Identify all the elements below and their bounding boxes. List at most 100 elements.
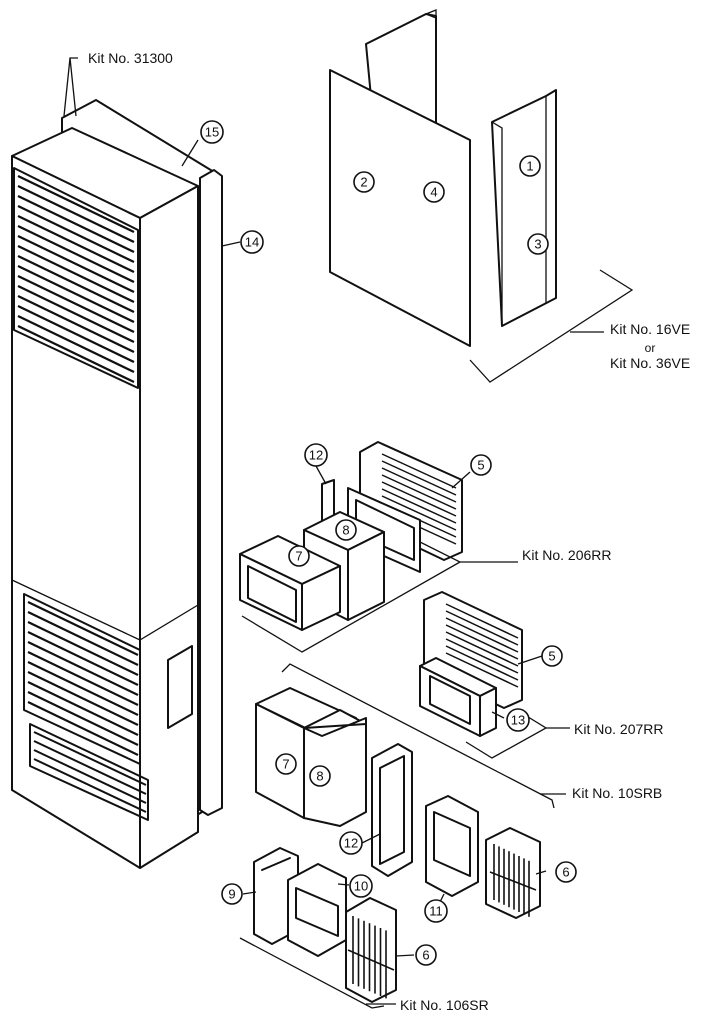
kit-106sr-label: Kit No. 106SR [400,997,489,1013]
louver-line [489,871,537,891]
louver-line [33,758,147,813]
svg-text:2: 2 [360,175,367,190]
callout-7b: 7 [275,753,297,775]
louver-line [381,474,457,510]
callout-10: 10 [349,874,373,898]
callout-12a: 12 [304,443,328,467]
louver-line [27,681,139,736]
svg-text:11: 11 [429,904,443,919]
svg-text:5: 5 [548,649,555,664]
callout-4: 4 [423,181,445,203]
kit-207rr-group: Kit No. 207RR [419,591,663,759]
louver-line [27,661,139,716]
callout-13: 13 [506,708,530,732]
kit-31300-leader: Kit No. 31300 [63,50,173,117]
svg-text:8: 8 [316,769,323,784]
svg-text:6: 6 [422,948,429,963]
callout-12b: 12 [339,831,363,855]
kit-36ve-label: Kit No. 36VE [610,355,690,371]
kit-10srb-label: Kit No. 10SRB [572,785,662,801]
svg-text:14: 14 [245,235,259,250]
louver-line [17,315,135,373]
louver-line [17,275,135,333]
grille-6-lower [347,916,395,999]
svg-text:13: 13 [511,713,525,728]
svg-text:12: 12 [309,448,323,463]
louver-line [347,949,395,971]
callout-8a: 8 [335,519,357,541]
louver-line [27,601,139,656]
svg-text:6: 6 [562,865,569,880]
louver-line [33,731,147,786]
svg-text:4: 4 [430,185,437,200]
louver-line [17,255,135,313]
louver-line [17,295,135,353]
svg-text:3: 3 [534,237,541,252]
louver-line [27,691,139,746]
svg-text:8: 8 [342,523,349,538]
svg-text:10: 10 [354,879,368,894]
cabinet [11,99,223,869]
louver-line [17,175,135,233]
svg-text:15: 15 [205,125,219,140]
louver-line [27,641,139,696]
callout-14: 14 [240,230,264,254]
louver-line [17,245,135,303]
upper-louvers [17,175,135,383]
louver-line [445,617,519,653]
callout-6a: 6 [555,861,577,883]
callouts: 15 14 2 4 1 3 12 5 8 7 5 13 7 8 12 10 9 … [200,120,577,966]
lower-louvers [27,601,139,756]
louver-line [27,701,139,756]
callout-3: 3 [527,233,549,255]
kit-or-label: or [645,341,656,355]
louver-line [27,651,139,706]
louver-line [33,749,147,804]
louver-line [445,638,519,674]
louver-line [445,652,519,688]
svg-text:7: 7 [295,549,302,564]
kit-16ve-label: Kit No. 16VE [610,321,690,337]
kit-206rr-label: Kit No. 206RR [522,547,611,563]
louver-line [27,621,139,676]
louver-line [17,215,135,273]
svg-text:7: 7 [282,757,289,772]
louver-line [445,624,519,660]
callout-5a: 5 [470,454,492,476]
louver-line [17,285,135,343]
kit-10srb-group: Kit No. 106SR [239,687,541,1013]
svg-text:1: 1 [526,159,533,174]
louver-line [17,235,135,293]
louver-line [381,495,457,531]
callout-6b: 6 [415,944,437,966]
louver-line [27,631,139,686]
louver-line [445,603,519,639]
register-louvers-207 [445,603,519,688]
callout-2: 2 [353,171,375,193]
louver-line [381,460,457,496]
callout-5b: 5 [541,645,563,667]
kit-31300-label: Kit No. 31300 [88,50,173,66]
kit-10srb-bracket: Kit No. 10SRB [281,663,662,809]
louver-line [445,631,519,667]
louver-line [17,195,135,253]
louver-line [17,265,135,323]
louver-line [17,305,135,363]
louver-line [445,610,519,646]
kit-207rr-label: Kit No. 207RR [574,721,663,737]
svg-text:9: 9 [228,887,235,902]
louver-line [381,467,457,503]
svg-text:5: 5 [477,458,484,473]
register-louvers-206 [381,453,457,545]
louver-line [17,185,135,243]
louver-line [381,481,457,517]
callout-1: 1 [519,155,541,177]
louver-line [33,740,147,795]
callout-8b: 8 [309,765,331,787]
callout-9: 9 [221,883,243,905]
grille-6-right [489,844,537,917]
louver-line [27,611,139,666]
louver-line [381,488,457,524]
louver-line [17,225,135,283]
